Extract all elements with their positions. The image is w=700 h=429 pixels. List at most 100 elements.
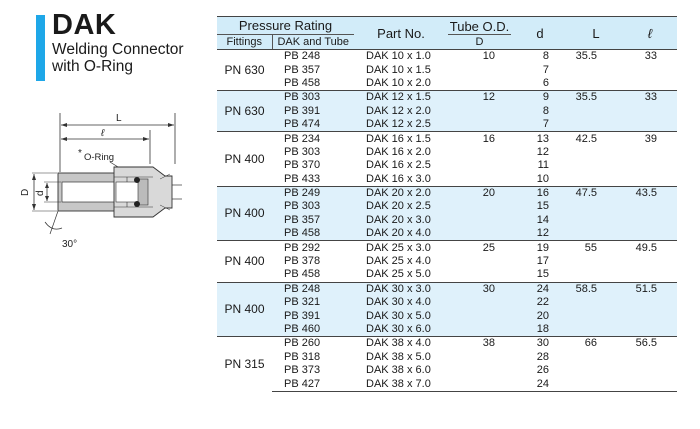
length-l-cell: 43.5 xyxy=(623,185,677,201)
inner-d-cell: 8 xyxy=(511,104,569,118)
length-L-cell xyxy=(569,268,623,283)
length-L-cell xyxy=(569,227,623,242)
length-l-cell xyxy=(623,322,677,338)
part-number-cell: DAK 12 x 1.5 xyxy=(354,90,448,105)
header-part-no: Part No. xyxy=(354,16,448,50)
length-l-cell xyxy=(623,117,677,133)
part-number-cell: DAK 38 x 6.0 xyxy=(354,363,448,378)
length-L-cell xyxy=(569,76,623,92)
length-L-cell: 35.5 xyxy=(569,49,623,64)
pb-number-cell: PB 321 xyxy=(272,296,354,310)
part-number-cell: DAK 10 x 1.5 xyxy=(354,63,448,77)
length-l-cell xyxy=(623,63,677,77)
length-l-cell xyxy=(623,363,677,378)
oring-star: * xyxy=(78,148,82,159)
tube-od-cell xyxy=(448,322,511,338)
inner-d-cell: 24 xyxy=(511,377,569,392)
part-number-cell: DAK 38 x 5.0 xyxy=(354,350,448,364)
inner-d-cell: 30 xyxy=(511,336,569,351)
tube-od-cell: 20 xyxy=(448,185,511,201)
length-L-cell xyxy=(569,117,623,133)
length-l-cell xyxy=(623,104,677,118)
inner-d-cell: 8 xyxy=(511,49,569,64)
pb-number-cell: PB 292 xyxy=(272,240,354,255)
inner-d-cell: 7 xyxy=(511,63,569,77)
length-l-cell xyxy=(623,213,677,228)
part-number-cell: DAK 20 x 4.0 xyxy=(354,227,448,242)
length-L-cell: 35.5 xyxy=(569,90,623,105)
length-L-cell xyxy=(569,63,623,77)
tube-od-cell xyxy=(448,172,511,187)
length-L-cell xyxy=(569,254,623,269)
part-number-cell: DAK 30 x 4.0 xyxy=(354,296,448,310)
pb-number-cell: PB 458 xyxy=(272,227,354,242)
part-number-cell: DAK 30 x 6.0 xyxy=(354,322,448,338)
inner-d-cell: 24 xyxy=(511,281,569,297)
tube-od-cell xyxy=(448,309,511,323)
length-L-cell xyxy=(569,296,623,310)
part-number-cell: DAK 16 x 3.0 xyxy=(354,172,448,187)
length-l-cell: 39 xyxy=(623,131,677,146)
length-l-cell xyxy=(623,172,677,187)
length-l-cell xyxy=(623,350,677,364)
header-tube-od-D: D xyxy=(448,34,511,50)
length-L-cell: 58.5 xyxy=(569,281,623,297)
tube-od-cell xyxy=(448,145,511,160)
inner-d-cell: 26 xyxy=(511,363,569,378)
inner-d-cell: 13 xyxy=(511,131,569,146)
fitting-cell: PN 400 xyxy=(217,185,272,241)
part-number-cell: DAK 20 x 2.0 xyxy=(354,185,448,201)
part-number-cell: DAK 20 x 2.5 xyxy=(354,200,448,214)
inner-d-cell: 7 xyxy=(511,117,569,133)
length-l-cell xyxy=(623,159,677,173)
length-L-cell: 42.5 xyxy=(569,131,623,146)
tube-od-cell xyxy=(448,213,511,228)
length-L-cell xyxy=(569,363,623,378)
connector-diagram: L ℓ * O-Ring D d 30° xyxy=(20,113,182,250)
tube-od-cell xyxy=(448,268,511,283)
tube-od-cell xyxy=(448,63,511,77)
pb-number-cell: PB 391 xyxy=(272,309,354,323)
pb-number-cell: PB 234 xyxy=(272,131,354,146)
bevel-angle-label: 30° xyxy=(62,239,77,250)
inner-d-cell: 9 xyxy=(511,90,569,105)
part-number-cell: DAK 16 x 2.0 xyxy=(354,145,448,160)
pb-number-cell: PB 391 xyxy=(272,104,354,118)
tube-od-cell xyxy=(448,200,511,214)
length-L-cell xyxy=(569,172,623,187)
length-l-cell xyxy=(623,145,677,160)
header-pressure-rating: Pressure Rating xyxy=(217,16,354,35)
header-l: ℓ xyxy=(623,16,677,50)
inner-d-cell: 12 xyxy=(511,227,569,242)
header-d: d xyxy=(511,16,569,50)
length-l-cell: 49.5 xyxy=(623,240,677,255)
tube-od-cell xyxy=(448,350,511,364)
part-number-cell: DAK 25 x 4.0 xyxy=(354,254,448,269)
length-L-cell xyxy=(569,322,623,338)
pb-number-cell: PB 303 xyxy=(272,145,354,160)
length-l-cell: 33 xyxy=(623,49,677,64)
pb-number-cell: PB 460 xyxy=(272,322,354,338)
length-l-cell xyxy=(623,268,677,283)
dim-d-label: d xyxy=(35,190,46,196)
header-dak-and-tube: DAK and Tube xyxy=(272,34,354,50)
length-L-cell xyxy=(569,350,623,364)
tube-od-cell xyxy=(448,377,511,392)
length-L-cell xyxy=(569,104,623,118)
length-l-cell xyxy=(623,200,677,214)
length-L-cell xyxy=(569,213,623,228)
